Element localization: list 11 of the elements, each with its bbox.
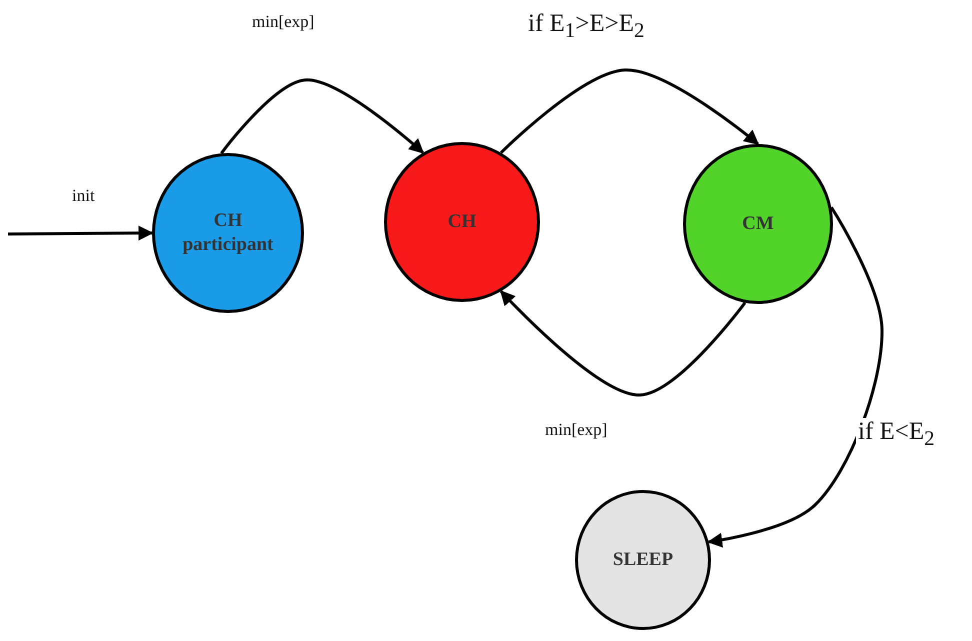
arrow bbox=[707, 206, 884, 548]
state-label: SLEEP bbox=[612, 548, 674, 572]
edge-label: min[exp] bbox=[543, 420, 610, 440]
arrow bbox=[220, 78, 424, 154]
state-label: CH bbox=[448, 210, 476, 234]
state-label: CM bbox=[742, 212, 774, 236]
arrow bbox=[8, 226, 154, 241]
edge-label: min[exp] bbox=[250, 12, 316, 32]
arrow bbox=[500, 290, 746, 396]
arrow bbox=[500, 68, 760, 154]
state-label: CH participant bbox=[182, 209, 274, 257]
